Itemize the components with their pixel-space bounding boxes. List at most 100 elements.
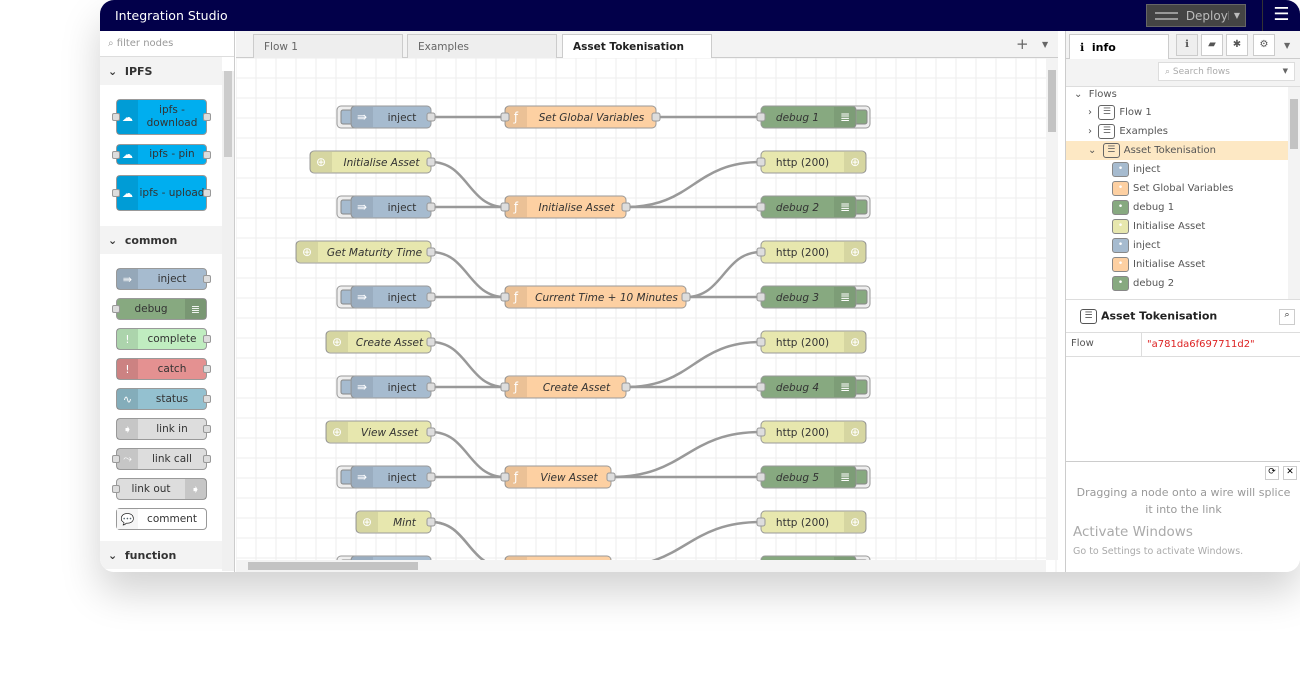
palette-node-debug[interactable]: debug≣ bbox=[112, 298, 207, 320]
output-port[interactable] bbox=[426, 202, 436, 212]
input-port[interactable] bbox=[756, 337, 766, 347]
output-port[interactable] bbox=[426, 517, 436, 527]
chevron-down-icon[interactable]: ▼ bbox=[1284, 41, 1291, 50]
palette-node-ipfs-upload[interactable]: ☁ipfs - upload bbox=[112, 175, 211, 211]
output-port[interactable] bbox=[621, 202, 631, 212]
palette-node-link-call[interactable]: ⤳link call bbox=[112, 448, 211, 470]
output-port[interactable] bbox=[426, 157, 436, 167]
bug-icon[interactable]: ✱ bbox=[1226, 34, 1248, 56]
tree-root[interactable]: ⌄ Flows bbox=[1074, 89, 1117, 100]
input-port[interactable] bbox=[756, 247, 766, 257]
palette-node-catch[interactable]: !catch bbox=[116, 358, 211, 380]
flow-node-http-response[interactable]: ⊕http (200) bbox=[756, 150, 867, 174]
deploy-button[interactable]: Deploy▼ bbox=[1146, 4, 1246, 27]
flow-node-http-response[interactable]: ⊕http (200) bbox=[756, 330, 867, 354]
tree-flow-item[interactable]: ⌄ ☰Asset Tokenisation bbox=[1066, 141, 1288, 160]
flow-node-inject[interactable]: ⇛inject bbox=[336, 375, 436, 399]
input-port[interactable] bbox=[112, 305, 120, 313]
palette-node-ipfs-pin[interactable]: ☁ipfs - pin bbox=[112, 144, 211, 165]
input-port[interactable] bbox=[112, 189, 120, 197]
tree-node-item[interactable]: •Set Global Variables bbox=[1066, 179, 1288, 198]
input-port[interactable] bbox=[112, 113, 120, 121]
input-port[interactable] bbox=[500, 112, 510, 122]
wire[interactable] bbox=[625, 160, 762, 209]
palette-node-status[interactable]: ∿status bbox=[116, 388, 211, 410]
wire[interactable] bbox=[625, 340, 762, 389]
input-port[interactable] bbox=[112, 455, 120, 463]
flow-node-http-in[interactable]: ⊕Get Maturity Time bbox=[295, 240, 436, 264]
search-icon[interactable]: ⌕ bbox=[1279, 309, 1295, 325]
input-port[interactable] bbox=[756, 202, 766, 212]
input-port[interactable] bbox=[500, 292, 510, 302]
input-port[interactable] bbox=[756, 472, 766, 482]
tree-node-item[interactable]: •debug 1 bbox=[1066, 198, 1288, 217]
palette-node-ipfs-download[interactable]: ☁ipfs - download bbox=[112, 99, 211, 135]
tree-node-item[interactable]: •Initialise Asset bbox=[1066, 217, 1288, 236]
input-port[interactable] bbox=[756, 382, 766, 392]
input-port[interactable] bbox=[756, 427, 766, 437]
input-port[interactable] bbox=[500, 382, 510, 392]
category-common[interactable]: ⌄ common bbox=[100, 226, 222, 254]
close-icon[interactable]: ✕ bbox=[1283, 466, 1297, 480]
output-port[interactable] bbox=[203, 113, 211, 121]
tree-node-item[interactable]: •Initialise Asset bbox=[1066, 255, 1288, 274]
flow-node-http-response[interactable]: ⊕http (200) bbox=[756, 420, 867, 444]
output-port[interactable] bbox=[681, 292, 691, 302]
category-ipfs[interactable]: ⌄ IPFS bbox=[100, 57, 222, 85]
book-icon[interactable]: ▰ bbox=[1201, 34, 1223, 56]
add-tab-icon[interactable]: + bbox=[1016, 35, 1029, 53]
flow-node-http-response[interactable]: ⊕http (200) bbox=[756, 510, 867, 534]
input-port[interactable] bbox=[112, 485, 120, 493]
wire[interactable] bbox=[430, 160, 506, 209]
tab-examples[interactable]: Examples bbox=[407, 34, 557, 58]
output-port[interactable] bbox=[651, 112, 661, 122]
info-icon[interactable]: ℹ bbox=[1176, 34, 1198, 56]
search-flows-input[interactable]: ⌕ Search flows▼ bbox=[1158, 62, 1295, 81]
output-port[interactable] bbox=[203, 189, 211, 197]
palette-node-comment[interactable]: 💬comment bbox=[116, 508, 207, 530]
palette-node-complete[interactable]: !complete bbox=[116, 328, 211, 350]
output-port[interactable] bbox=[426, 472, 436, 482]
input-port[interactable] bbox=[756, 157, 766, 167]
chevron-down-icon[interactable]: ▼ bbox=[1227, 11, 1245, 20]
output-port[interactable] bbox=[621, 382, 631, 392]
flow-node-http-in[interactable]: ⊕Mint bbox=[355, 510, 436, 534]
output-port[interactable] bbox=[203, 395, 211, 403]
flow-node-debug[interactable]: ≣debug 3 bbox=[756, 285, 871, 309]
input-port[interactable] bbox=[756, 292, 766, 302]
tab-info[interactable]: ℹ info bbox=[1069, 34, 1169, 60]
gear-icon[interactable]: ⚙ bbox=[1253, 34, 1275, 56]
palette-node-link-in[interactable]: ➧link in bbox=[116, 418, 211, 440]
filter-nodes-input[interactable]: ⌕ filter nodes bbox=[100, 31, 234, 57]
wire[interactable] bbox=[610, 430, 762, 479]
flow-node-http-in[interactable]: ⊕Create Asset bbox=[325, 330, 436, 354]
output-port[interactable] bbox=[203, 365, 211, 373]
input-port[interactable] bbox=[500, 202, 510, 212]
tab-menu-chevron-icon[interactable]: ▼ bbox=[1042, 40, 1049, 49]
flow-node-http-response[interactable]: ⊕http (200) bbox=[756, 240, 867, 264]
palette-node-inject[interactable]: ⇛inject bbox=[116, 268, 211, 290]
category-function[interactable]: ⌄ function bbox=[100, 541, 222, 569]
output-port[interactable] bbox=[426, 337, 436, 347]
flow-node-debug[interactable]: ≣debug 1 bbox=[756, 105, 871, 129]
output-port[interactable] bbox=[203, 455, 211, 463]
tree-flow-item[interactable]: › ☰Flow 1 bbox=[1088, 104, 1152, 120]
output-port[interactable] bbox=[203, 275, 211, 283]
input-port[interactable] bbox=[112, 150, 120, 159]
palette-scrollbar[interactable] bbox=[222, 71, 234, 571]
hamburger-icon[interactable]: ☰ bbox=[1262, 0, 1300, 31]
flow-node-inject[interactable]: ⇛inject bbox=[336, 285, 436, 309]
tree-flow-item[interactable]: › ☰Examples bbox=[1088, 123, 1168, 139]
wire[interactable] bbox=[430, 250, 506, 299]
input-port[interactable] bbox=[500, 472, 510, 482]
input-port[interactable] bbox=[756, 517, 766, 527]
flow-node-http-in[interactable]: ⊕View Asset bbox=[325, 420, 436, 444]
flow-node-debug[interactable]: ≣debug 4 bbox=[756, 375, 871, 399]
tab-asset-tokenisation[interactable]: Asset Tokenisation bbox=[562, 34, 712, 59]
output-port[interactable] bbox=[203, 425, 211, 433]
output-port[interactable] bbox=[606, 472, 616, 482]
